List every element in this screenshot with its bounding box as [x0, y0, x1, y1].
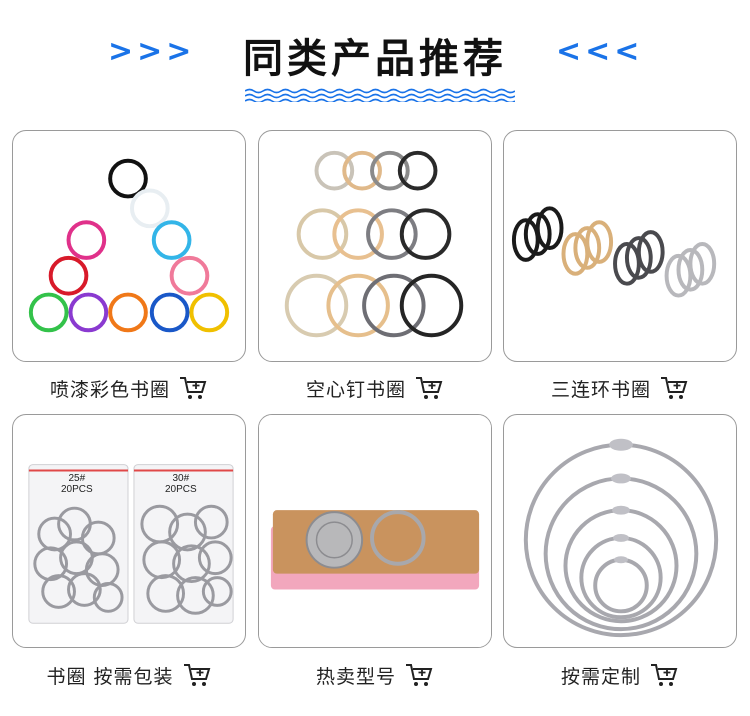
product-label: 书圈 按需包装 — [46, 665, 174, 688]
painted-rings-image — [28, 158, 230, 333]
product-card-hollow-rivet-rings[interactable] — [258, 130, 492, 362]
product-caption-5: 热卖型号 — [258, 660, 492, 690]
product-label: 空心钉书圈 — [305, 378, 406, 401]
product-card-bagged-rings[interactable]: 25# 20PCS 30# 20PCS — [12, 414, 246, 648]
product-card-painted-rings[interactable] — [12, 130, 246, 362]
page-title: 同类产品推荐 — [243, 36, 507, 82]
product-caption-1: 喷漆彩色书圈 — [12, 373, 246, 403]
product-card-hot-item[interactable] — [258, 414, 492, 648]
product-card-triple-rings[interactable] — [503, 130, 737, 362]
hollow-rivet-rings-image — [284, 150, 464, 338]
product-label: 三连环书圈 — [550, 378, 651, 401]
right-chevrons: <<< — [556, 34, 644, 69]
section-header: >>> 同类产品推荐 <<< — [0, 0, 750, 110]
bagged-rings-image — [28, 464, 234, 624]
triple-rings-image — [511, 206, 717, 298]
product-label: 按需定制 — [560, 665, 641, 688]
product-caption-6: 按需定制 — [503, 660, 737, 690]
hot-item-image — [259, 415, 491, 647]
product-label: 热卖型号 — [315, 665, 396, 688]
bag-label-right: 30# 20PCS — [165, 473, 197, 495]
bag-size: 25# — [68, 473, 86, 484]
wave-divider — [245, 88, 515, 102]
custom-rings-image — [523, 438, 719, 638]
cart-add-icon[interactable] — [414, 375, 444, 401]
cart-add-icon[interactable] — [182, 662, 212, 688]
cart-add-icon[interactable] — [649, 662, 679, 688]
bag-label-left: 25# 20PCS — [61, 473, 93, 495]
cart-add-icon[interactable] — [404, 662, 434, 688]
product-label: 喷漆彩色书圈 — [49, 378, 170, 401]
bag-size: 30# — [172, 473, 190, 484]
product-caption-2: 空心钉书圈 — [258, 373, 492, 403]
cart-add-icon[interactable] — [178, 375, 208, 401]
left-chevrons: >>> — [108, 34, 196, 69]
product-caption-4: 书圈 按需包装 — [12, 660, 246, 690]
cart-add-icon[interactable] — [659, 375, 689, 401]
product-card-custom-rings[interactable] — [503, 414, 737, 648]
bag-count: 20PCS — [61, 484, 93, 495]
bag-count: 20PCS — [165, 484, 197, 495]
product-caption-3: 三连环书圈 — [503, 373, 737, 403]
